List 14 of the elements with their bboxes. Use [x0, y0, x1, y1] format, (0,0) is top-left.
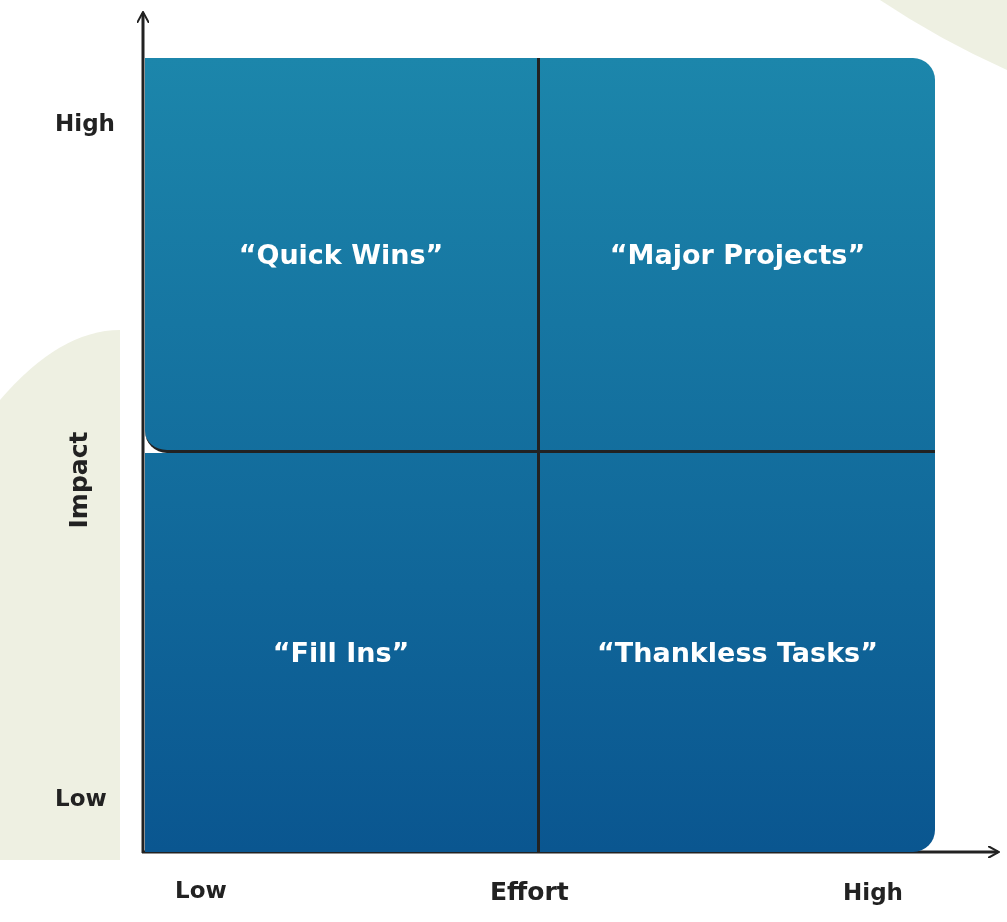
quadrant	[540, 453, 935, 852]
quadrant-label: “Thankless Tasks”	[597, 637, 878, 668]
quadrant	[145, 58, 540, 453]
quadrant-label: “Fill Ins”	[272, 637, 410, 668]
axis-tick-label: Low	[55, 785, 107, 811]
quadrant-label: “Quick Wins”	[238, 238, 444, 270]
axis-tick-label: High	[843, 879, 903, 905]
quadrant-label: “Major Projects”	[609, 238, 866, 270]
quadrant	[145, 453, 540, 852]
axis-tick-label: Low	[175, 877, 227, 903]
quadrant	[540, 58, 935, 453]
axis-tick-label: High	[55, 110, 115, 136]
axis-title: Impact	[63, 431, 93, 529]
axis-title: Effort	[490, 877, 569, 906]
